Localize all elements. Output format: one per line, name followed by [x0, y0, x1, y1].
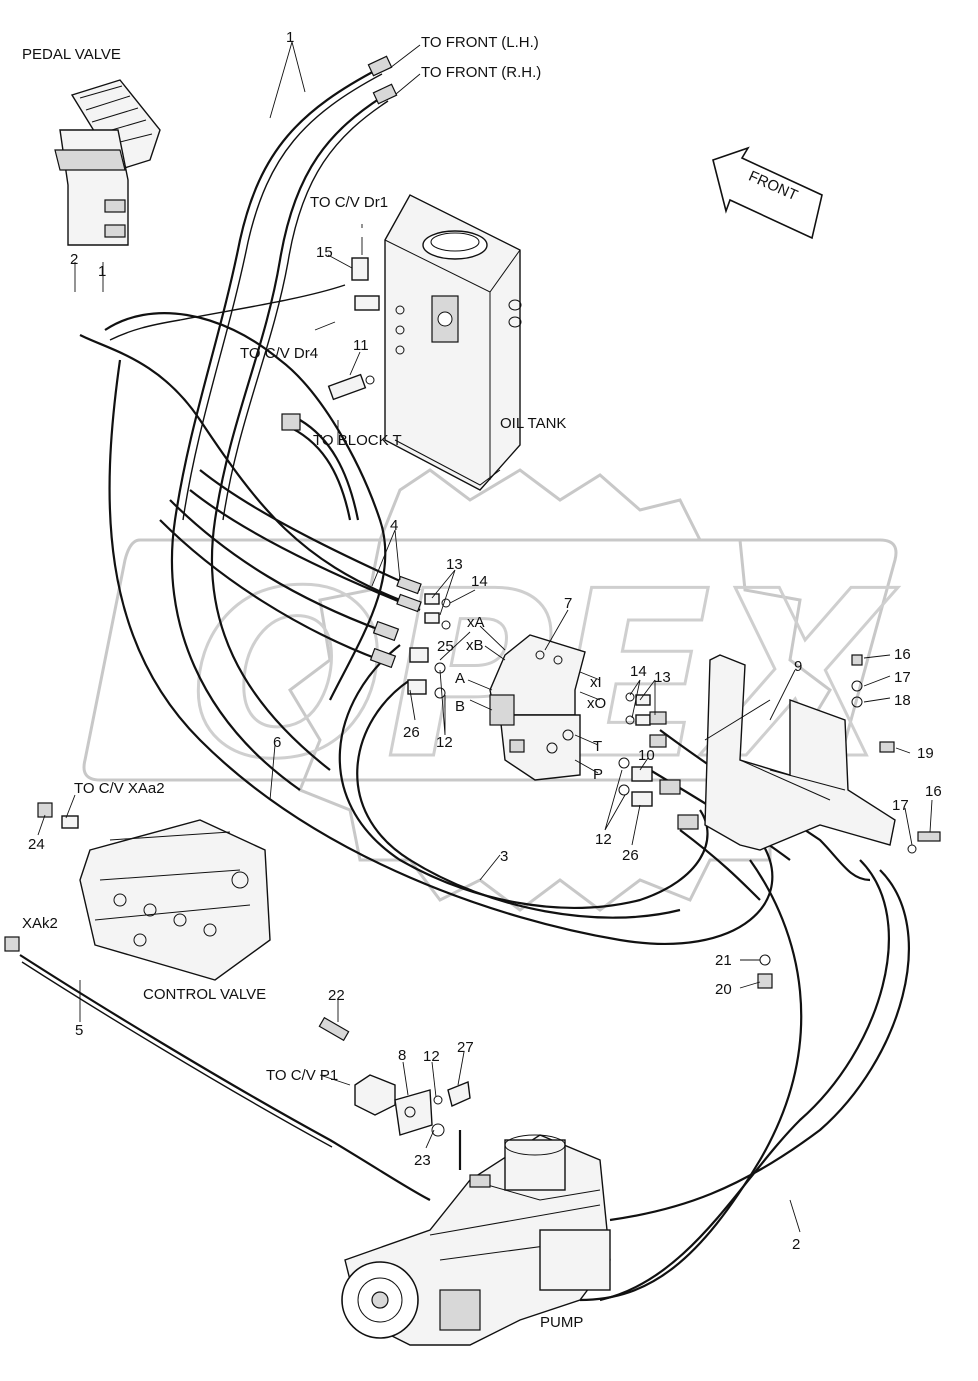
callout-17-b: 17 [892, 797, 909, 814]
callout-12-a: 12 [436, 734, 453, 751]
tee-fittings [281, 257, 380, 431]
label-to-block-t: TO BLOCK T [313, 432, 402, 449]
callout-6: 6 [273, 734, 281, 751]
label-pump: PUMP [540, 1314, 583, 1331]
fittings-center [369, 575, 451, 699]
callout-13-b: 13 [654, 669, 671, 686]
watermark-gear [288, 468, 832, 912]
block-valve [489, 634, 586, 781]
callout-16-a: 16 [894, 646, 911, 663]
callout-11: 11 [353, 337, 369, 354]
leader-lines [37, 41, 933, 1233]
callout-12-b: 12 [595, 831, 612, 848]
label-port-xi: xI [590, 674, 602, 691]
label-to-front-rh: TO FRONT (R.H.) [421, 64, 541, 81]
callout-5: 5 [75, 1022, 83, 1039]
label-to-cv-dr4: TO C/V Dr4 [240, 345, 318, 362]
callout-14-b: 14 [630, 663, 647, 680]
callout-1-pedal: 1 [98, 263, 106, 280]
callout-8: 8 [398, 1047, 406, 1064]
label-pedal-valve: PEDAL VALVE [22, 46, 121, 63]
label-port-xo: xO [587, 695, 606, 712]
callout-27: 27 [457, 1039, 474, 1056]
text-labels: PEDAL VALVE TO FRONT (L.H.) TO FRONT (R.… [22, 34, 606, 1331]
callout-15: 15 [316, 244, 333, 261]
callout-3: 3 [500, 848, 508, 865]
callout-13-a: 13 [446, 556, 463, 573]
pedal-valve [54, 79, 161, 246]
label-port-t: T [593, 738, 602, 755]
control-valve [4, 802, 271, 981]
label-port-p: P [593, 766, 603, 783]
callout-2-bottom: 2 [792, 1236, 800, 1253]
label-port-xb: xB [466, 637, 484, 654]
pump-adapters [318, 1016, 471, 1137]
label-port-xa: xA [467, 614, 485, 631]
callout-26-b: 26 [622, 847, 639, 864]
hose-set-3-4-6 [109, 284, 871, 919]
label-to-cv-dr1: TO C/V Dr1 [310, 194, 388, 211]
callout-1-top: 1 [286, 29, 294, 46]
callout-12-c: 12 [423, 1048, 440, 1065]
callout-4: 4 [390, 517, 398, 534]
callout-19: 19 [917, 745, 934, 762]
label-port-b: B [455, 698, 465, 715]
callout-9: 9 [794, 658, 802, 675]
front-arrow: FRONT [712, 146, 823, 240]
bracket [704, 654, 896, 851]
label-control-valve: CONTROL VALVE [143, 986, 266, 1003]
label-to-front-lh: TO FRONT (L.H.) [421, 34, 539, 51]
callout-18: 18 [894, 692, 911, 709]
callout-14-a: 14 [471, 573, 488, 590]
callout-7: 7 [564, 595, 572, 612]
callout-17-a: 17 [894, 669, 911, 686]
callout-26-a: 26 [403, 724, 420, 741]
label-port-a: A [455, 670, 465, 687]
hose-set-2 [79, 312, 910, 1302]
callout-24: 24 [28, 836, 45, 853]
callout-20: 20 [715, 981, 732, 998]
hose-set-1 [170, 55, 398, 791]
callout-10: 10 [638, 747, 655, 764]
callout-22: 22 [328, 987, 345, 1004]
callout-23: 23 [414, 1152, 431, 1169]
oil-tank [384, 194, 522, 491]
callout-21: 21 [715, 952, 732, 969]
label-to-cv-p1: TO C/V P1 [266, 1067, 338, 1084]
callout-16-b: 16 [925, 783, 942, 800]
callout-25: 25 [437, 638, 454, 655]
label-oil-tank: OIL TANK [500, 415, 566, 432]
label-to-cv-xaa2: TO C/V XAa2 [74, 780, 165, 797]
pump [341, 1130, 611, 1346]
callout-numbers: 1 1 2 2 3 4 5 6 7 8 9 10 11 12 12 12 13 … [28, 29, 942, 1253]
callout-2-pedal: 2 [70, 251, 78, 268]
label-xak2: XAk2 [22, 915, 58, 932]
